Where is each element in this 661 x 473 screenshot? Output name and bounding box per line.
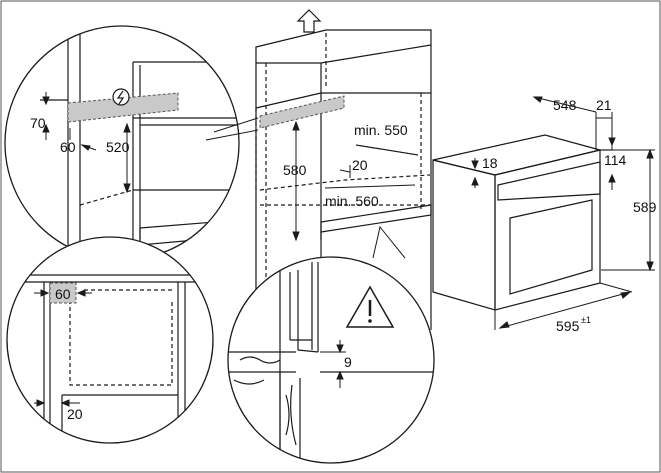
- dim-550-line: [355, 144, 419, 156]
- dim-520-label: 520: [106, 139, 130, 155]
- dim-18-line: [471, 158, 479, 188]
- up-arrow-icon: [296, 9, 322, 33]
- lightning-bolt-icon: [112, 88, 130, 106]
- dim-70-label: 70: [30, 115, 46, 131]
- dim-580-line: [292, 120, 300, 242]
- dim-min560-label: min. 560: [325, 193, 379, 209]
- warning-triangle-icon: [345, 285, 395, 328]
- dim-589-label: 589: [633, 199, 657, 215]
- oven: [432, 134, 612, 311]
- callout-top: [213, 117, 259, 133]
- callout-top-2: [205, 129, 259, 141]
- callout-bottom-right: [372, 225, 406, 259]
- dim-21-label: 21: [596, 97, 612, 113]
- detail-circle-bottom-left: [6, 236, 214, 444]
- dim-114-line: [608, 120, 616, 190]
- dim-9-line: [320, 340, 346, 388]
- dim-60-left-line: [34, 289, 92, 297]
- detail-circle-bottom-right: [227, 256, 435, 464]
- dim-548-line: [532, 96, 597, 113]
- dim-589-line: [601, 148, 655, 272]
- vent-area: [259, 95, 345, 129]
- dim-20-mid-label: 20: [352, 157, 368, 173]
- detail-circle-top: [4, 25, 240, 261]
- dim-548-label: 548: [553, 97, 577, 113]
- dim-min550-label: min. 550: [354, 122, 408, 138]
- dim-60-top-label: 60: [60, 139, 76, 155]
- dim-18-label: 18: [482, 155, 498, 171]
- cabinet: [255, 29, 432, 330]
- dim-560-line: [324, 184, 416, 189]
- dim-9-label: 9: [344, 354, 352, 370]
- dim-60-top-line: [69, 128, 97, 151]
- dim-595-label: 595: [556, 318, 580, 334]
- dim-520-line: [123, 122, 131, 194]
- dim-20-bottom-line: [34, 399, 80, 407]
- dim-595-tolerance: ±1: [581, 315, 591, 325]
- dim-580-label: 580: [283, 162, 307, 178]
- dim-60-left-label: 60: [55, 286, 71, 302]
- dim-21-line: [595, 112, 613, 150]
- dim-595-line: [494, 282, 633, 330]
- dim-114-label: 114: [604, 152, 627, 168]
- dim-20-bottom-label: 20: [67, 406, 83, 422]
- dim-20-mid-line: [339, 165, 351, 178]
- dim-70-line: [42, 92, 50, 140]
